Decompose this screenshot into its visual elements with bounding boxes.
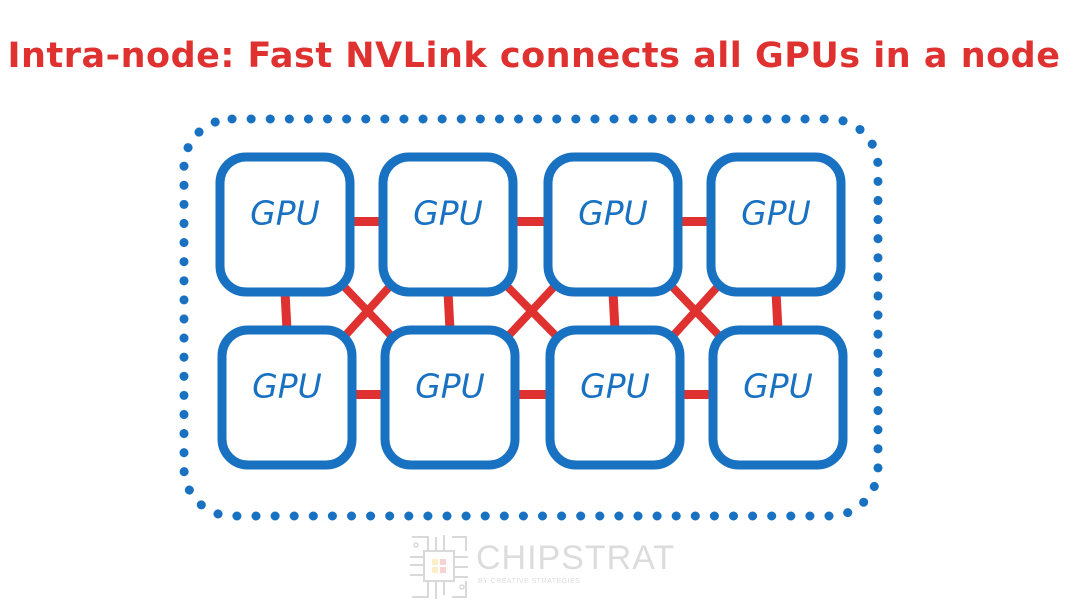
watermark-subtitle: BY CREATIVE STRATEGIES [478,578,581,585]
gpu-label: GPU [741,194,811,233]
nvlink-vertical-gpu-3-gpu-7 [608,291,620,331]
gpu-box-gpu-6: GPU [380,325,520,470]
gpu-box-gpu-3: GPU [543,152,683,297]
diagram-title: Intra-node: Fast NVLink connects all GPU… [7,36,1061,76]
nvlink-vertical-gpu-1-gpu-5 [280,291,292,331]
gpu-outline [380,325,520,470]
gpu-outline [545,325,685,470]
watermark-brand: CHIPSTRAT [476,539,676,577]
gpu-outline [378,152,518,297]
gpu-box-gpu-2: GPU [378,152,518,297]
chip-logo-icon [410,535,468,599]
gpu-box-gpu-7: GPU [545,325,685,470]
gpu-outline [543,152,683,297]
gpu-outline [706,152,846,297]
nvlink-vertical-gpu-2-gpu-6 [443,291,455,331]
node-boundary [179,114,883,521]
gpu-label: GPU [413,194,483,233]
chipstrat-watermark: CHIPSTRAT BY CREATIVE STRATEGIES [408,533,678,603]
gpu-label: GPU [578,194,648,233]
gpu-label: GPU [252,367,322,406]
gpu-label: GPU [415,367,485,406]
gpu-label: GPU [743,367,813,406]
gpu-box-gpu-5: GPU [217,325,357,470]
gpu-label: GPU [580,367,650,406]
gpu-box-gpu-1: GPU [215,152,355,297]
nvlink-vertical-gpu-4-gpu-8 [771,291,783,331]
gpu-outline [708,325,848,470]
gpu-outline [215,152,355,297]
gpu-box-gpu-4: GPU [706,152,846,297]
gpu-outline [217,325,357,470]
nvlink-links [280,217,783,399]
gpu-box-gpu-8: GPU [708,325,848,470]
gpu-label: GPU [250,194,320,233]
gpu-grid: GPU GPU GPU GPU GPU GPU GPU GPU [215,152,848,470]
